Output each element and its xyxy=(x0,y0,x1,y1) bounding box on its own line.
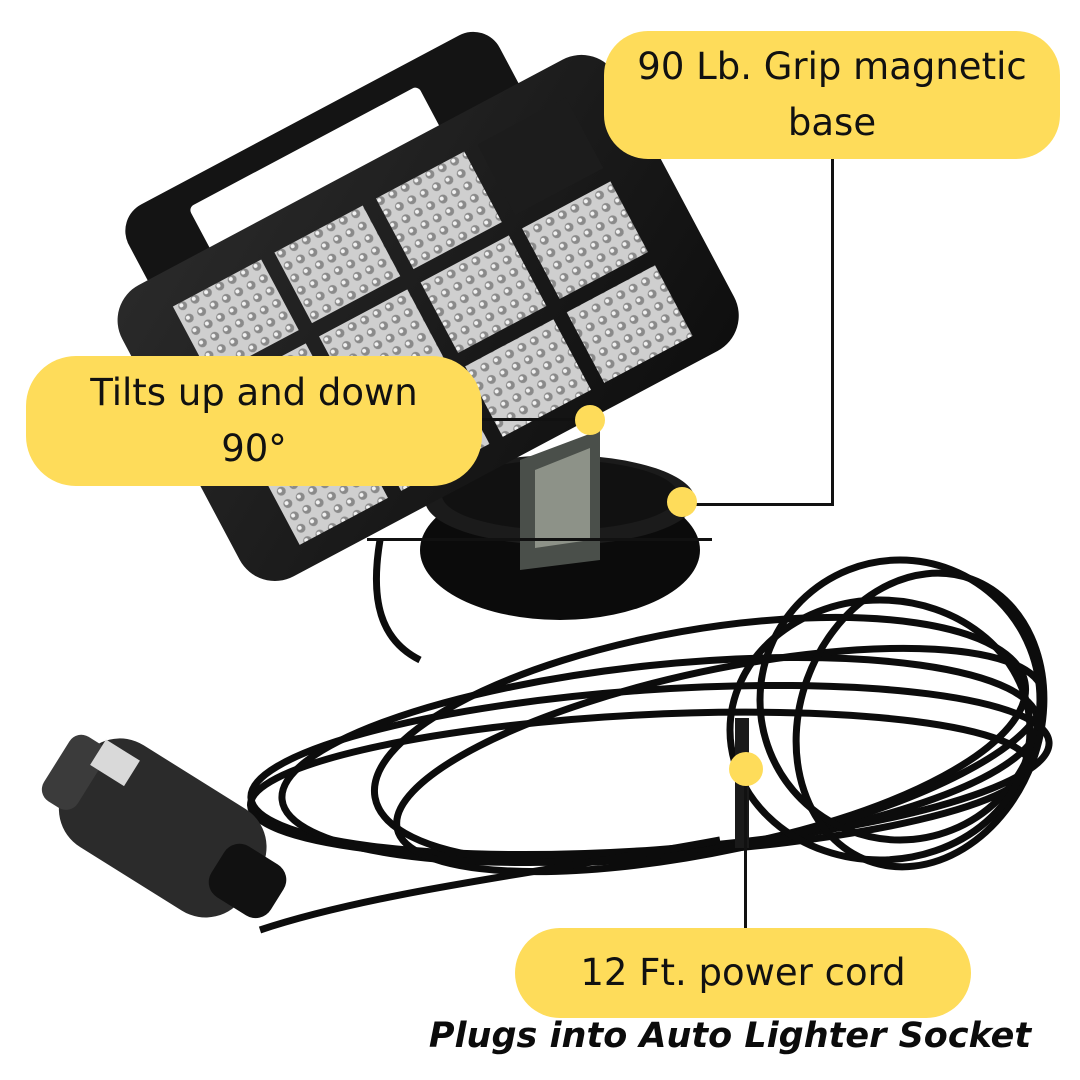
swivel-bracket xyxy=(520,430,600,570)
base-width-marker xyxy=(367,538,712,541)
callout-cord-line1: 12 Ft. power cord xyxy=(580,951,906,994)
grip-leader-horizontal xyxy=(690,503,834,506)
callout-tilt-line2: 90° xyxy=(221,427,287,470)
caption-lighter-socket: Plugs into Auto Lighter Socket xyxy=(428,1016,1032,1056)
callout-tilt-line1: Tilts up and down xyxy=(90,371,418,414)
tilt-leader xyxy=(480,418,590,421)
tilt-marker-dot xyxy=(575,405,605,435)
callout-power-cord: 12 Ft. power cord xyxy=(515,928,971,1018)
callout-grip-line2: base xyxy=(787,101,877,144)
lighter-plug xyxy=(41,734,287,919)
callout-grip-line1: 90 Lb. Grip magnetic xyxy=(637,45,1027,88)
cord-marker-dot xyxy=(729,752,763,786)
callout-tilt: Tilts up and down 90° xyxy=(26,356,482,486)
power-cord xyxy=(247,539,1053,934)
base-marker-dot xyxy=(667,487,697,517)
callout-magnetic-grip: 90 Lb. Grip magnetic base xyxy=(604,31,1060,159)
grip-leader-vertical xyxy=(831,148,834,506)
cord-leader xyxy=(744,770,747,930)
magnetic-base xyxy=(420,455,700,620)
